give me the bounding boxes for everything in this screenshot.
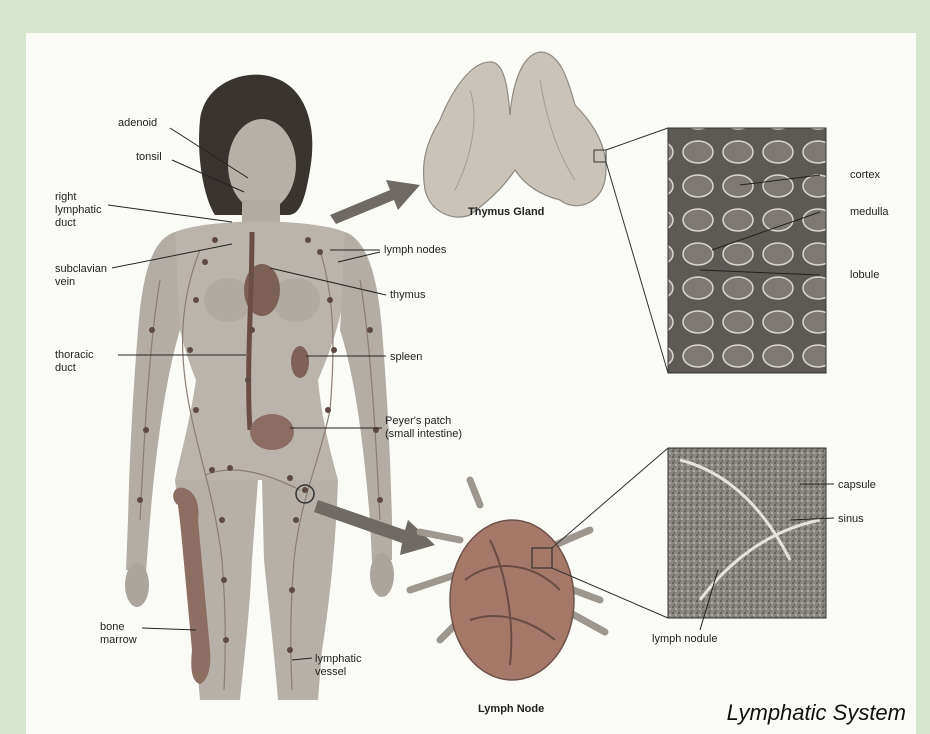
thymus-gland-caption: Thymus Gland — [468, 206, 544, 218]
label-subclavian-vein-2: vein — [55, 276, 75, 288]
label-capsule: capsule — [838, 479, 876, 491]
label-lymphatic-vessel-1: lymphatic — [315, 653, 362, 665]
label-bone-marrow-1: bone — [100, 621, 124, 633]
lymph-node: Lymph Node — [410, 480, 605, 715]
lymph-node-micrograph — [552, 448, 826, 618]
label-right-lymphatic-duct-2: lymphatic — [55, 204, 102, 216]
label-peyers-patch-1: Peyer's patch — [385, 415, 451, 427]
label-bone-marrow-2: marrow — [100, 634, 137, 646]
label-tonsil: tonsil — [136, 151, 162, 163]
thymus-gland: Thymus Gland — [423, 52, 606, 218]
label-peyers-patch-2: (small intestine) — [385, 428, 462, 440]
label-right-lymphatic-duct-3: duct — [55, 217, 76, 229]
lymph-node-caption: Lymph Node — [478, 703, 544, 715]
label-cortex: cortex — [850, 169, 880, 181]
label-thoracic-duct-1: thoracic — [55, 349, 94, 361]
label-adenoid: adenoid — [118, 117, 157, 129]
label-lymph-nodes: lymph nodes — [384, 244, 447, 256]
label-thymus: thymus — [390, 289, 426, 301]
label-lymphatic-vessel-2: vessel — [315, 666, 346, 678]
label-medulla: medulla — [850, 206, 889, 218]
label-lymph-nodule: lymph nodule — [652, 633, 717, 645]
figure-caption: Lymphatic System — [727, 700, 906, 726]
label-lobule: lobule — [850, 269, 879, 281]
label-spleen: spleen — [390, 351, 422, 363]
label-right-lymphatic-duct-1: right — [55, 191, 76, 203]
label-subclavian-vein-1: subclavian — [55, 263, 107, 275]
label-thoracic-duct-2: duct — [55, 362, 76, 374]
thymus-micrograph — [606, 128, 826, 373]
human-figure — [125, 75, 394, 700]
label-sinus: sinus — [838, 513, 864, 525]
